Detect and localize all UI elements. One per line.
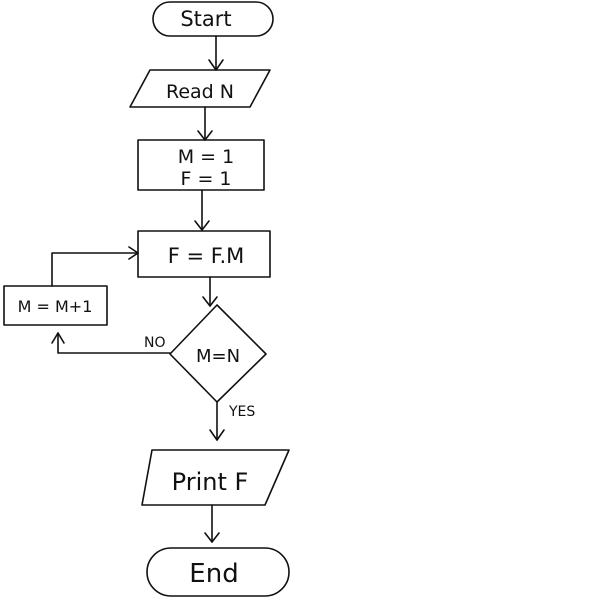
- multiply-label: F = F.M: [168, 244, 245, 268]
- increment-node: M = M+1: [3, 285, 108, 326]
- yes-label: YES: [228, 404, 255, 420]
- arrow-no-branch: [51, 332, 171, 354]
- decision-node: M=N: [169, 304, 267, 403]
- increment-label: M = M+1: [18, 297, 93, 316]
- read-shape: [129, 69, 271, 108]
- print-shape: [141, 449, 290, 506]
- arrow-print-to-end: [204, 504, 220, 543]
- arrow-loop-back: [51, 246, 139, 287]
- init-shape: [137, 139, 265, 191]
- init-line2: F = 1: [180, 168, 231, 190]
- arrow-multiply-to-decision: [202, 276, 218, 307]
- init-node: M = 1 F = 1: [137, 139, 265, 191]
- start-shape: [152, 1, 274, 37]
- arrow-start-to-read: [208, 35, 224, 71]
- print-label: Print F: [172, 468, 249, 496]
- arrow-read-to-init: [197, 106, 213, 141]
- start-node: Start: [152, 1, 274, 37]
- end-node: End: [146, 547, 290, 597]
- arrow-yes-branch: [209, 401, 225, 441]
- end-label: End: [189, 559, 238, 589]
- decision-label: M=N: [196, 346, 240, 367]
- multiply-shape: [137, 230, 271, 278]
- print-node: Print F: [141, 449, 290, 506]
- read-label: Read N: [166, 81, 234, 103]
- start-label: Start: [180, 7, 231, 31]
- init-line1: M = 1: [178, 146, 234, 168]
- no-label: NO: [144, 335, 166, 351]
- multiply-node: F = F.M: [137, 230, 271, 278]
- read-node: Read N: [129, 69, 271, 108]
- arrow-init-to-multiply: [194, 189, 210, 231]
- increment-shape: [3, 285, 108, 326]
- end-shape: [146, 547, 290, 597]
